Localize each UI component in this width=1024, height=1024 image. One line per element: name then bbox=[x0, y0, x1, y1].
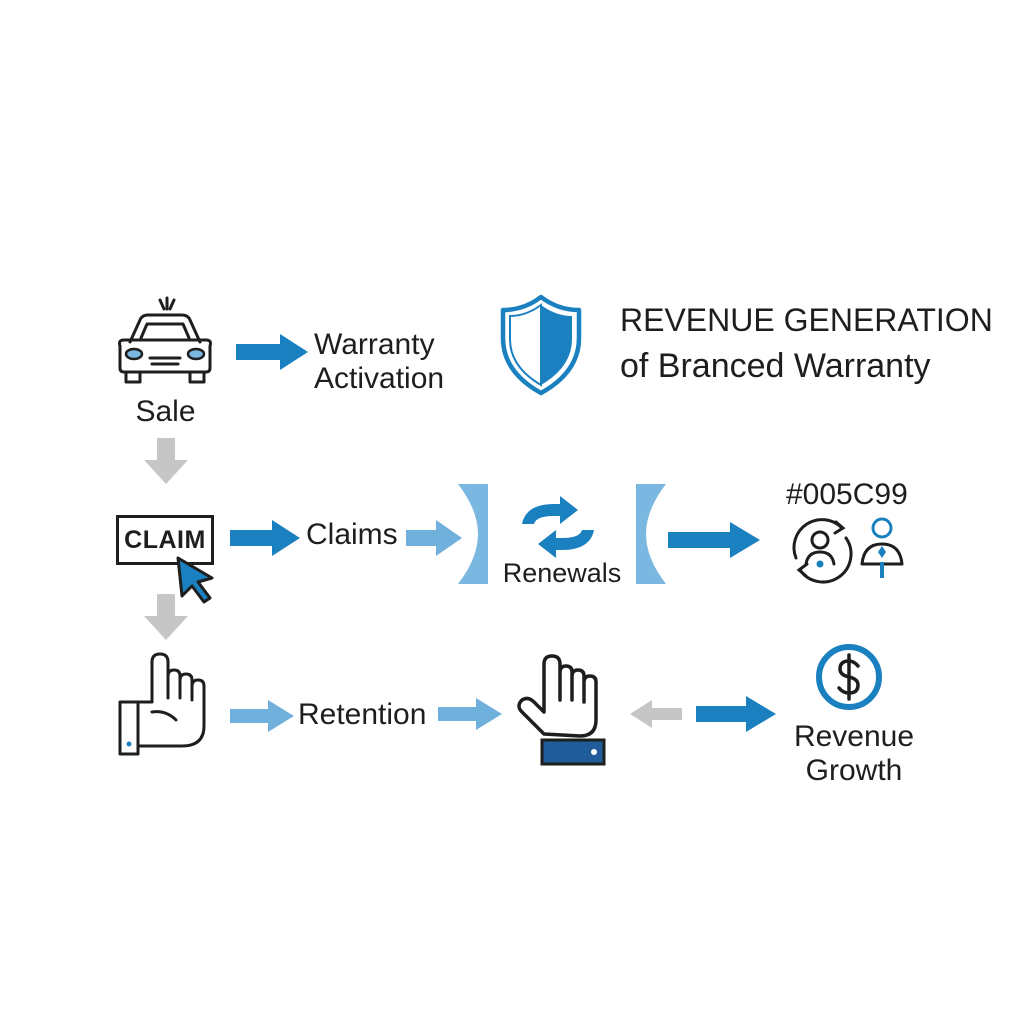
person-icon bbox=[860, 517, 904, 578]
hand-center-icon bbox=[517, 654, 606, 766]
revenue-growth-line1: Revenue bbox=[793, 720, 915, 753]
revenue-growth-line2: Growth bbox=[805, 754, 903, 787]
renewals-label: Renewals bbox=[502, 558, 622, 588]
arrow-claims-to-renewals bbox=[406, 520, 462, 556]
cursor-icon bbox=[176, 556, 214, 604]
arrow-claim-to-retention bbox=[144, 594, 188, 640]
claims-label: Claims bbox=[306, 518, 398, 551]
renewal-cycle-icon bbox=[522, 496, 594, 558]
shield-icon bbox=[500, 294, 582, 396]
retention-label: Retention bbox=[298, 698, 427, 731]
warranty-activation-line2: Activation bbox=[314, 362, 445, 395]
hex-code-label: #005C99 bbox=[786, 478, 908, 511]
diagram-title-line2: of Branced Warranty bbox=[620, 347, 931, 385]
arrow-retention-to-hand bbox=[438, 698, 502, 730]
claim-box: CLAIM bbox=[116, 515, 214, 565]
hand-left-icon bbox=[118, 652, 206, 756]
warranty-activation-line1: Warranty bbox=[314, 328, 435, 361]
customer-cycle-icon bbox=[792, 518, 853, 584]
arrow-to-revenue-growth bbox=[696, 696, 776, 732]
arrow-hand-to-retention bbox=[230, 700, 294, 732]
car-icon bbox=[118, 296, 212, 384]
arrow-sale-to-activation bbox=[236, 334, 308, 370]
arrow-sale-to-claim bbox=[144, 438, 188, 484]
arrow-renewals-to-customer bbox=[668, 522, 760, 558]
sale-label: Sale bbox=[135, 395, 196, 428]
arrow-claim-to-claims bbox=[230, 520, 300, 556]
arrow-gray-back bbox=[630, 700, 682, 728]
dollar-icon bbox=[816, 644, 882, 710]
diagram-title-line1: REVENUE GENERATION bbox=[620, 302, 993, 338]
